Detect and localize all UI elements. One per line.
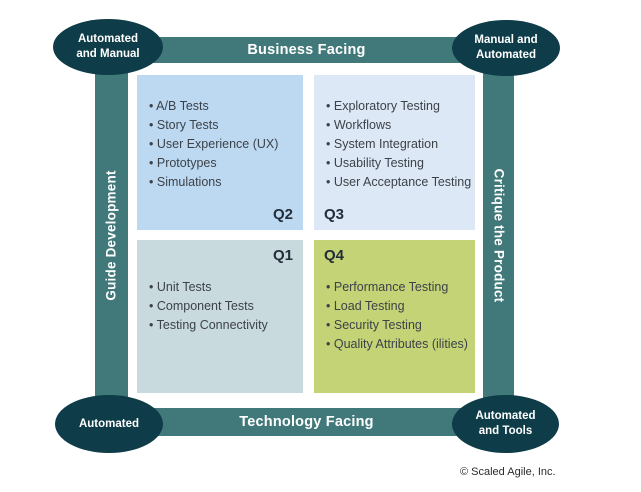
guide-development-label: Guide Development [104,169,119,301]
technology-facing-bar: Technology Facing [108,408,505,436]
list-item: Component Tests [149,297,299,316]
quadrant-q2-list: A/B TestsStory TestsUser Experience (UX)… [137,75,303,192]
badge-top-left-line1: Automated [77,33,139,46]
quadrant-q4-list: Performance TestingLoad TestingSecurity … [314,240,475,354]
badge-bottom-right-line2: and Tools [478,425,533,437]
list-item: Unit Tests [149,278,299,297]
guide-development-bar: Guide Development [95,46,128,424]
list-item: Security Testing [326,316,471,335]
badge-top-left-line2: and Manual [76,48,140,60]
badge-top-right-line1: Manual and [474,34,538,47]
quadrant-q3-list: Exploratory TestingWorkflowsSystem Integ… [314,75,475,192]
badge-bottom-right: Automated and Tools [452,395,559,453]
list-item: Performance Testing [326,278,471,297]
list-item: Exploratory Testing [326,97,471,116]
list-item: Story Tests [149,116,299,135]
technology-facing-label: Technology Facing [239,414,374,430]
badge-bottom-right-line1: Automated [475,410,536,423]
list-item: Usability Testing [326,154,471,173]
list-item: Prototypes [149,154,299,173]
critique-product-label: Critique the Product [491,168,507,303]
quadrant-q2-label: Q2 [272,206,293,223]
quadrant-q3: Exploratory TestingWorkflowsSystem Integ… [314,75,475,230]
quadrant-q1-list: Unit TestsComponent TestsTesting Connect… [137,240,303,335]
critique-product-bar: Critique the Product [483,47,514,424]
list-item: System Integration [326,135,471,154]
badge-bottom-left-line1: Automated [78,417,140,430]
quadrant-q4-label: Q4 [324,247,345,264]
quadrant-q2: A/B TestsStory TestsUser Experience (UX)… [137,75,303,230]
quadrant-q3-label: Q3 [324,206,345,223]
business-facing-label: Business Facing [247,42,366,58]
list-item: A/B Tests [149,97,299,116]
list-item: Simulations [149,173,299,192]
quadrant-q1-label: Q1 [272,247,293,264]
list-item: Load Testing [326,297,471,316]
quadrant-q1: Unit TestsComponent TestsTesting Connect… [137,240,303,393]
quadrant-q4: Performance TestingLoad TestingSecurity … [314,240,475,393]
badge-top-right-line2: Automated [475,49,537,61]
business-facing-bar: Business Facing [108,37,505,63]
list-item: Quality Attributes (ilities) [326,335,471,354]
list-item: Testing Connectivity [149,316,299,335]
list-item: User Acceptance Testing [326,173,471,192]
list-item: User Experience (UX) [149,135,299,154]
copyright-notice: © Scaled Agile, Inc. [460,466,556,478]
badge-top-left: Automated and Manual [53,19,163,75]
list-item: Workflows [326,116,471,135]
badge-bottom-left: Automated [55,395,163,453]
badge-top-right: Manual and Automated [452,20,560,76]
